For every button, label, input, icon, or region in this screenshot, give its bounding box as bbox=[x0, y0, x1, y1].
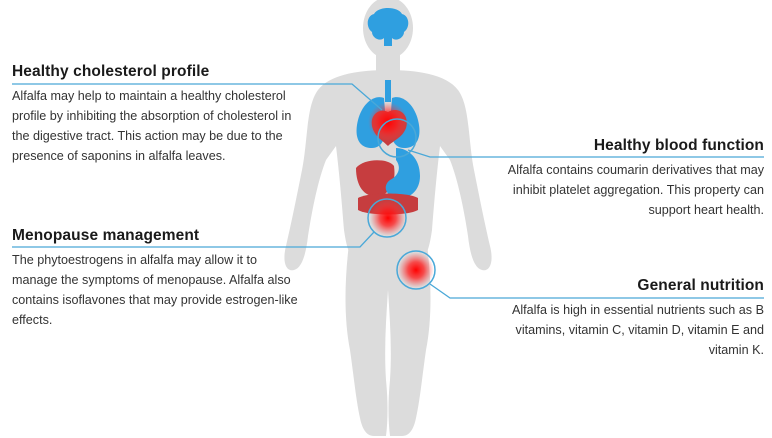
connector-menopause bbox=[12, 231, 375, 248]
menopause-annotation: Menopause management The phytoestrogens … bbox=[12, 226, 302, 330]
connector-cholesterol bbox=[12, 83, 383, 111]
menopause-text: The phytoestrogens in alfalfa may allow … bbox=[12, 253, 298, 327]
abdomen-highlight bbox=[370, 200, 406, 236]
connector-blood bbox=[407, 149, 764, 158]
chest-highlight-ring bbox=[377, 118, 417, 158]
brain-icon bbox=[367, 8, 409, 46]
thigh-highlight-ring bbox=[396, 250, 436, 290]
blood-title: Healthy blood function bbox=[593, 137, 764, 154]
cholesterol-annotation: Healthy cholesterol profile Alfalfa may … bbox=[12, 62, 302, 166]
abdomen-highlight-ring bbox=[367, 198, 407, 238]
stomach-icon bbox=[385, 148, 420, 199]
liver-icon bbox=[356, 160, 395, 197]
blood-text: Alfalfa contains coumarin derivatives th… bbox=[507, 163, 764, 217]
nutrition-title: General nutrition bbox=[637, 277, 764, 294]
nutrition-annotation: General nutrition Alfalfa is high in ess… bbox=[489, 276, 764, 360]
blood-annotation: Healthy blood function Alfalfa contains … bbox=[494, 136, 764, 220]
nutrition-text: Alfalfa is high in essential nutrients s… bbox=[511, 303, 764, 357]
thigh-highlight bbox=[398, 252, 434, 288]
cholesterol-title: Healthy cholesterol profile bbox=[12, 63, 210, 80]
connector-nutrition bbox=[429, 283, 764, 299]
cholesterol-text: Alfalfa may help to maintain a healthy c… bbox=[12, 89, 292, 163]
menopause-title: Menopause management bbox=[12, 227, 200, 244]
